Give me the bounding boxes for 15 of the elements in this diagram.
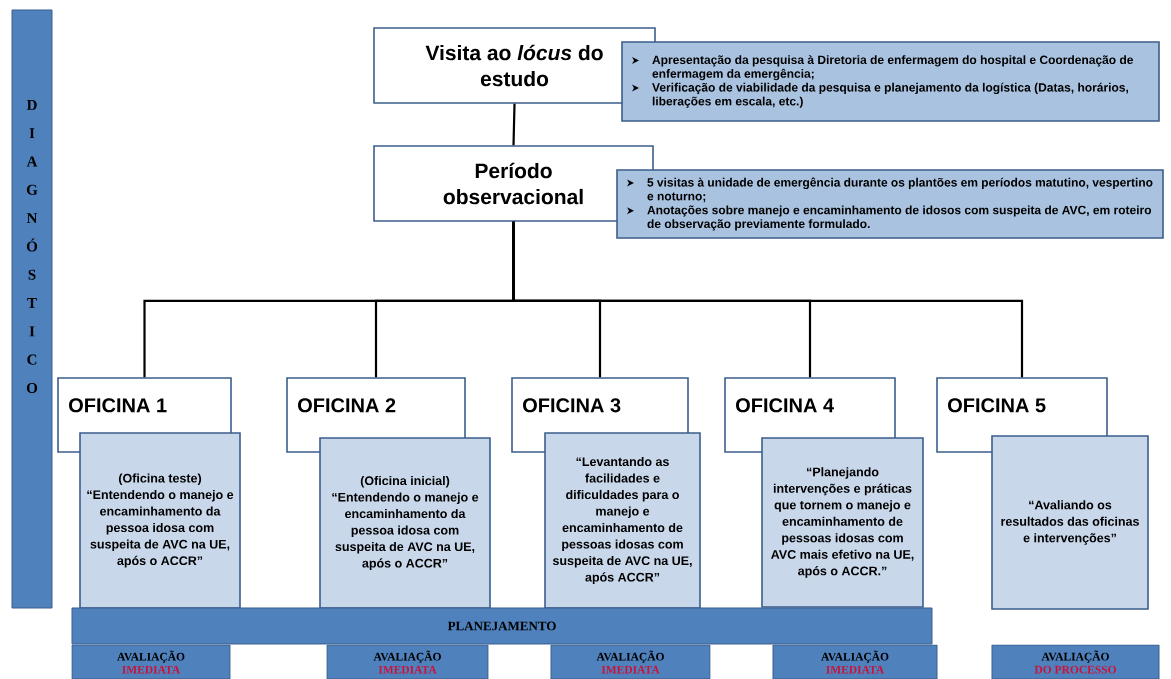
connector-line xyxy=(512,221,1024,378)
evaluation-box: AVALIAÇÃO IMEDIATA xyxy=(772,644,938,679)
connector-line xyxy=(512,103,516,146)
description-box: “Planejando intervenções e práticas que tornem o manejo e encaminhamento de pessoas idosas com AVC mais efetivo na UE, após o ACCR.” xyxy=(761,437,924,608)
description-box: (Oficina inicial) “Entendendo o manejo e encaminhamento da pessoa idosa com suspeita de AVC na UE, após o ACCR” xyxy=(319,437,491,609)
description-box: “Levantando as facilidades e dificuldades para o manejo e encaminhamento de pessoas idosas com suspeita de AVC na UE, após ACCR” xyxy=(544,432,701,609)
note-box: Apresentação da pesquisa à Diretoria de enfermagem do hospital e Coordenação de enfermagem da emergência; Verificação de viabilidade da pesquisa e planejamento da logística (Datas, horários, liberações em escala, etc.) xyxy=(621,41,1160,122)
note-box: 5 visitas à unidade de emergência durante os plantões em períodos matutino, vespertino e noturno; Anotações sobre manejo e encaminhamento de idosos com suspeita de AVC, em roteiro de observação previamente formulado. xyxy=(616,169,1164,239)
side-band: DIAGNÓSTICO xyxy=(11,9,53,609)
evaluation-box: AVALIAÇÃO DO PROCESSO xyxy=(991,644,1160,679)
evaluation-box: AVALIAÇÃO IMEDIATA xyxy=(326,644,489,679)
evaluation-box: AVALIAÇÃO IMEDIATA xyxy=(71,644,231,679)
evaluation-box: AVALIAÇÃO IMEDIATA xyxy=(550,644,711,679)
description-box: “Avaliando os resultados das oficinas e intervenções” xyxy=(991,435,1149,610)
description-box: (Oficina teste) “Entendendo o manejo e encaminhamento da pessoa idosa com suspeita de AVC na UE, após o ACCR” xyxy=(79,432,241,609)
